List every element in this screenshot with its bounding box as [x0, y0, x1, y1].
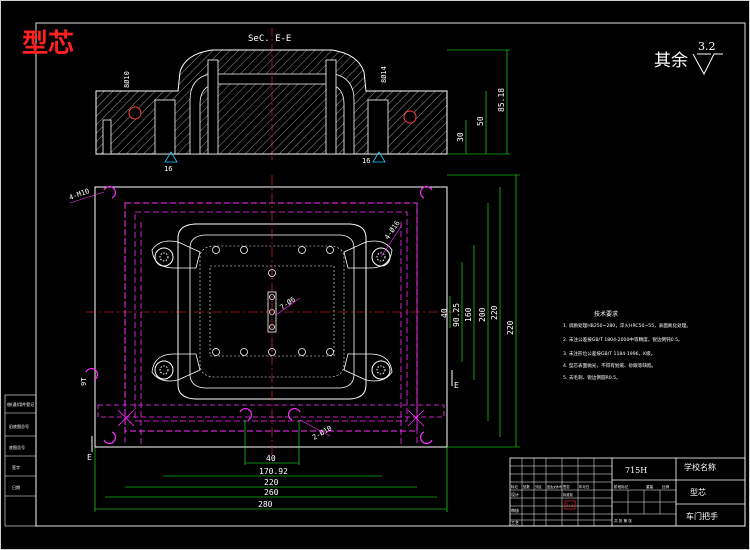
tb-scale-box: 1:1 [566, 503, 574, 508]
vdim-40: 40 [440, 308, 449, 318]
hdim-220: 220 [264, 478, 279, 487]
vdim-90: 90.25 [452, 303, 461, 327]
side-strip-4: 签字 [12, 464, 20, 470]
tb-col-count: 处数 [523, 484, 530, 489]
tb-col-mark: 标记 [511, 484, 518, 489]
tech-notes: 技术要求 1. 调质处理HB250~280，淬火HRC50~55，表面氮化处理。… [563, 310, 691, 381]
hdim-170: 170.92 [259, 467, 288, 476]
dim-d2: 8Ø10 [123, 71, 131, 88]
vdim-220: 220 [490, 305, 499, 320]
tb-col-file: 更改文件号 [547, 484, 562, 489]
vdim-200: 200 [478, 307, 487, 322]
tb-row-design: 设计 [511, 491, 519, 497]
section-e-bottom: E [87, 453, 92, 462]
tech-note-2: 2. 未注公差按GB/T 1804-2000中等精度，锐边倒钝0.5。 [563, 336, 683, 343]
horizontal-dimensions [94, 420, 448, 512]
side-strip-2: 旧底图总号 [9, 423, 29, 429]
roughness-value: 3.2 [698, 40, 716, 53]
tb-part-code: 715H [625, 466, 647, 475]
tb-row-review: 审核 [511, 507, 519, 513]
tb-stage-label: 阶段标记 [614, 484, 629, 489]
tech-note-4: 4. 型芯表面抛光，不得有划痕、砂眼等缺陷。 [563, 362, 656, 369]
dim-h-total: 85.18 [497, 88, 506, 112]
tb-row-process: 工艺 [511, 520, 519, 525]
section-e-right: E [454, 381, 459, 390]
side-strip-5: 日期 [12, 484, 20, 490]
tech-note-5: 5. 去毛刺、锐边倒圆R0.5。 [563, 374, 621, 381]
hdim-280: 280 [258, 500, 273, 509]
inner-frame [35, 22, 746, 527]
plate-outline [94, 186, 448, 448]
tb-col-zone: 分区 [535, 484, 542, 489]
tech-notes-heading: 技术要求 [594, 310, 618, 318]
roughness-symbol: 其余 3.2 [654, 40, 723, 76]
title-block: 设计 审核 工艺 标记 处数 分区 更改文件号 签名 年月日 标准化 阶段标记 … [509, 457, 746, 527]
vdim-220b: 220 [506, 320, 515, 335]
section-view: SeC. E-E 85.18 50 30 8Ø10 8Ø14 16 16 [95, 28, 510, 173]
dim-h1: 50 [476, 116, 485, 126]
tb-school: 学校名称 [684, 462, 716, 472]
dim-h2: 30 [456, 132, 465, 142]
tech-note-1: 1. 调质处理HB250~280，淬火HRC50~55，表面氮化处理。 [563, 322, 691, 329]
tb-ratio-label: 比例 [662, 484, 670, 489]
core-outline [177, 223, 367, 400]
label-pins-7: 7-Ø6 [279, 295, 297, 311]
section-mark-left: 16 [164, 165, 172, 173]
plan-view: 4-M10 4-Ø16 7-Ø6 2-Ø10 9T E E 220 220 20… [68, 174, 520, 512]
dim-d1: 8Ø14 [380, 66, 388, 83]
label-left-tag: 9T [80, 377, 88, 386]
side-strip-3: 底图总号 [9, 444, 25, 450]
tech-note-3: 3. 未注形位公差按GB/T 1184-1996，K级。 [563, 350, 655, 357]
tb-col-sign: 签名 [563, 484, 570, 489]
drawing-title: 型芯 [22, 29, 74, 59]
hdim-40: 40 [266, 454, 276, 463]
tb-std-label: 标准化 [563, 492, 574, 497]
section-mark-right: 16 [362, 157, 370, 165]
tb-col-date: 年月日 [579, 484, 589, 489]
label-holes-m10: 4-M10 [68, 187, 91, 202]
hdim-260: 260 [264, 488, 279, 497]
label-pins-2: 2-Ø10 [311, 424, 333, 441]
side-strip-1: 借(通)用件登记 [7, 401, 34, 407]
vdim-160: 160 [464, 307, 473, 322]
side-strip: 借(通)用件登记 旧底图总号 底图总号 签字 日期 [4, 394, 37, 527]
roughness-label: 其余 [654, 51, 688, 71]
section-label: SeC. E-E [248, 34, 291, 44]
tb-sheet-label: 共 张 第 张 [614, 518, 632, 523]
tb-part-name: 型芯 [690, 487, 706, 497]
tb-weight-label: 重量 [646, 484, 654, 489]
tb-product: 车门把手 [686, 511, 718, 521]
vertical-dimensions [447, 174, 520, 448]
